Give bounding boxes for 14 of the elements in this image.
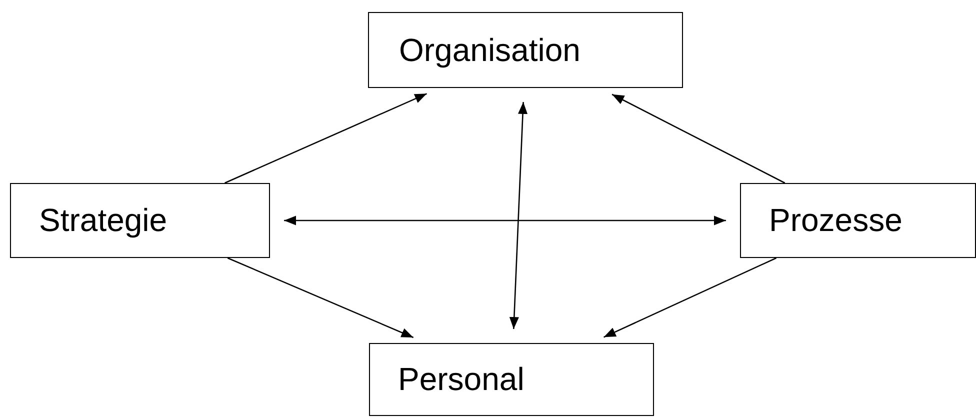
process-box — [10, 183, 270, 258]
arrow — [509, 102, 528, 330]
arrow — [604, 257, 777, 338]
box-label: Personal — [398, 361, 524, 398]
arrow — [284, 216, 726, 226]
box-label: Strategie — [39, 202, 168, 239]
process-box — [368, 12, 683, 88]
process-box — [740, 183, 976, 258]
arrow — [227, 257, 414, 338]
box-label: Organisation — [399, 32, 580, 68]
arrow — [612, 94, 786, 184]
arrow — [224, 93, 428, 184]
process-box — [369, 343, 654, 416]
box-label: Prozesse — [769, 202, 902, 239]
